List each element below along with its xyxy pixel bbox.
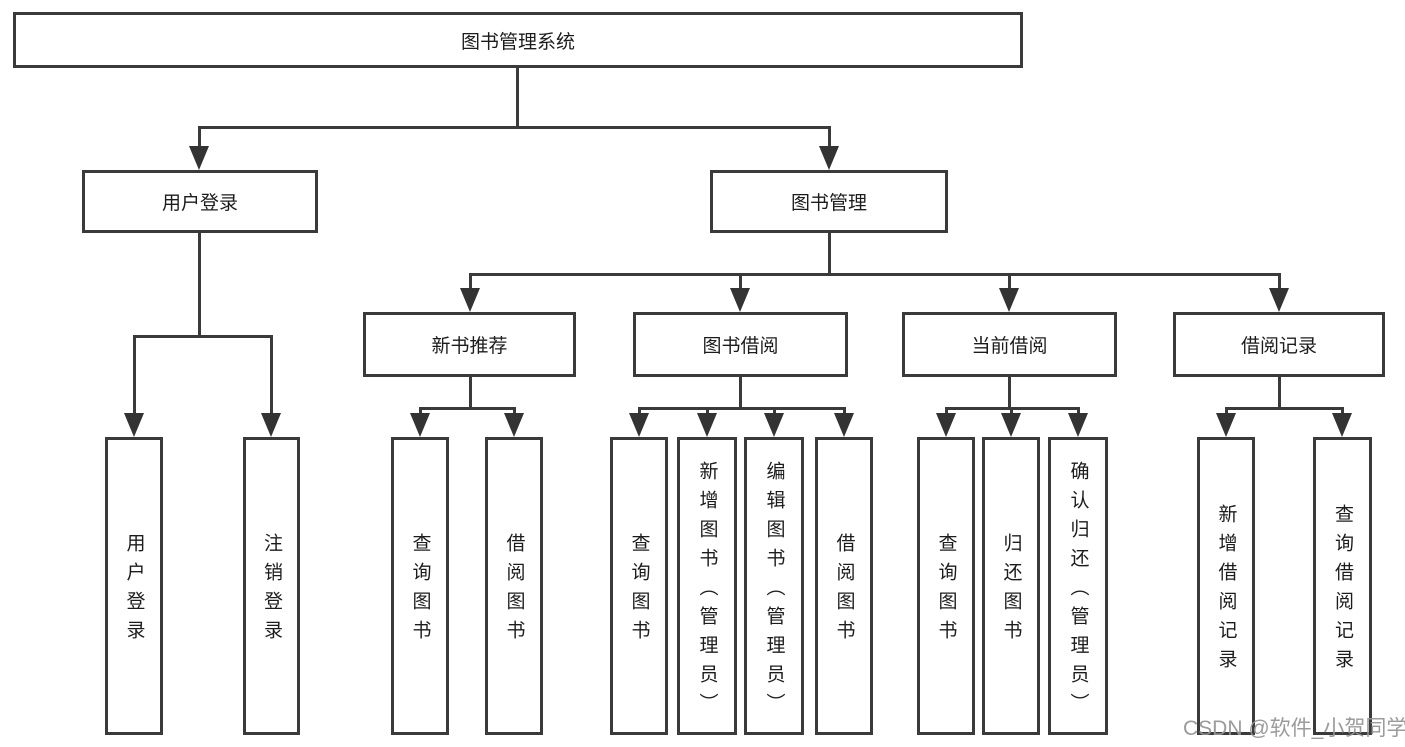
leaf-confirm-return-admin: 确认归还（管理员） bbox=[1048, 437, 1108, 735]
leaf-add-borrow-record-label: 新增借阅记录 bbox=[1215, 504, 1237, 678]
connector-user-login-shaft bbox=[198, 126, 201, 148]
arrow-down-icon bbox=[261, 413, 281, 437]
connector-root-stem bbox=[516, 68, 519, 128]
leaf-return-books-label: 归还图书 bbox=[1000, 533, 1022, 649]
connector-level2-shaft bbox=[1278, 273, 1281, 290]
connector-group-stem bbox=[1008, 377, 1011, 409]
node-book-borrow: 图书借阅 bbox=[633, 312, 848, 377]
node-current-borrow-label: 当前借阅 bbox=[971, 336, 1048, 357]
arrow-down-icon bbox=[629, 413, 649, 437]
leaf-current-query-books: 查询图书 bbox=[917, 437, 975, 735]
leaf-recommend-borrow-books: 借阅图书 bbox=[485, 437, 543, 735]
arrow-down-icon bbox=[124, 413, 144, 437]
connector-book-mgmt-stem bbox=[828, 233, 831, 275]
arrow-down-icon bbox=[1068, 413, 1088, 437]
leaf-query-borrow-record-label: 查询借阅记录 bbox=[1332, 504, 1353, 678]
leaf-confirm-return-admin-label: 确认归还（管理员） bbox=[1067, 460, 1089, 722]
leaf-recommend-query-books: 查询图书 bbox=[391, 437, 449, 735]
connector-group-stem bbox=[469, 377, 472, 409]
node-library-system: 图书管理系统 bbox=[13, 12, 1023, 68]
leaf-recommend-query-books-label: 查询图书 bbox=[409, 533, 431, 649]
connector-group-stem bbox=[1278, 377, 1281, 409]
arrow-down-icon bbox=[730, 288, 750, 312]
node-book-borrow-label: 图书借阅 bbox=[702, 336, 779, 357]
connector-level2-shaft bbox=[739, 273, 742, 290]
connector-leaf-shaft bbox=[706, 407, 709, 417]
arrow-down-icon bbox=[410, 413, 430, 437]
csdn-watermark: CSDN @软件_小贺同学 bbox=[1183, 717, 1405, 740]
connector-leaf-shaft bbox=[843, 407, 846, 417]
connector-leaf-shaft bbox=[1225, 407, 1228, 417]
leaf-add-borrow-record: 新增借阅记录 bbox=[1197, 437, 1255, 735]
connector-group-stem bbox=[739, 377, 742, 409]
node-new-book-recommend-label: 新书推荐 bbox=[431, 336, 508, 357]
connector-user-login-bus bbox=[133, 335, 273, 338]
connector-group-bus bbox=[638, 407, 846, 410]
connector-level2-shaft bbox=[469, 273, 472, 290]
arrow-down-icon bbox=[819, 146, 839, 170]
leaf-borrow-books-label: 借阅图书 bbox=[833, 533, 855, 649]
leaf-borrow-query-books: 查询图书 bbox=[610, 437, 668, 735]
connector-book-mgmt-shaft bbox=[828, 126, 831, 148]
connector-leaf-shaft bbox=[270, 335, 273, 414]
node-user-login: 用户登录 bbox=[82, 170, 318, 233]
node-borrow-records-label: 借阅记录 bbox=[1240, 336, 1317, 357]
arrow-down-icon bbox=[1269, 288, 1289, 312]
leaf-logout-label: 注销登录 bbox=[261, 533, 282, 649]
connector-leaf-shaft bbox=[1077, 407, 1080, 417]
leaf-add-books-admin-label: 新增图书（管理员） bbox=[696, 460, 718, 722]
connector-leaf-shaft bbox=[945, 407, 948, 417]
leaf-borrow-query-books-label: 查询图书 bbox=[628, 533, 650, 649]
arrow-down-icon bbox=[936, 413, 956, 437]
node-user-login-label: 用户登录 bbox=[161, 193, 238, 214]
leaf-logout: 注销登录 bbox=[243, 437, 300, 735]
arrow-down-icon bbox=[1332, 413, 1352, 437]
leaf-recommend-borrow-books-label: 借阅图书 bbox=[503, 533, 525, 649]
arrow-down-icon bbox=[189, 146, 209, 170]
connector-leaf-shaft bbox=[419, 407, 422, 417]
node-book-management: 图书管理 bbox=[710, 170, 948, 233]
connector-leaf-shaft bbox=[1010, 407, 1013, 417]
connector-level2-bus bbox=[469, 273, 1281, 276]
leaf-user-login-label: 用户登录 bbox=[123, 533, 145, 649]
leaf-edit-books-admin-label: 编辑图书（管理员） bbox=[763, 460, 785, 722]
connector-leaf-shaft bbox=[1341, 407, 1344, 417]
leaf-query-borrow-record: 查询借阅记录 bbox=[1313, 437, 1372, 735]
connector-root-bus bbox=[198, 126, 831, 129]
node-current-borrow: 当前借阅 bbox=[902, 312, 1117, 377]
arrow-down-icon bbox=[999, 288, 1019, 312]
node-library-system-label: 图书管理系统 bbox=[460, 31, 575, 53]
connector-user-login-stem bbox=[198, 233, 201, 337]
leaf-user-login: 用户登录 bbox=[105, 437, 163, 735]
node-book-management-label: 图书管理 bbox=[790, 193, 867, 214]
leaf-edit-books-admin: 编辑图书（管理员） bbox=[744, 437, 804, 735]
leaf-add-books-admin: 新增图书（管理员） bbox=[677, 437, 737, 735]
connector-group-bus bbox=[1225, 407, 1344, 410]
node-borrow-records: 借阅记录 bbox=[1173, 312, 1385, 377]
connector-leaf-shaft bbox=[513, 407, 516, 417]
leaf-return-books: 归还图书 bbox=[982, 437, 1040, 735]
connector-level2-shaft bbox=[1008, 273, 1011, 290]
leaf-borrow-books: 借阅图书 bbox=[815, 437, 873, 735]
connector-leaf-shaft bbox=[638, 407, 641, 417]
arrow-down-icon bbox=[1216, 413, 1236, 437]
node-new-book-recommend: 新书推荐 bbox=[363, 312, 576, 377]
connector-leaf-shaft bbox=[773, 407, 776, 417]
arrow-down-icon bbox=[1001, 413, 1021, 437]
arrow-down-icon bbox=[764, 413, 784, 437]
arrow-down-icon bbox=[834, 413, 854, 437]
arrow-down-icon bbox=[504, 413, 524, 437]
leaf-current-query-books-label: 查询图书 bbox=[935, 533, 957, 649]
connector-leaf-shaft bbox=[133, 335, 136, 414]
arrow-down-icon bbox=[460, 288, 480, 312]
connector-group-bus bbox=[419, 407, 516, 410]
arrow-down-icon bbox=[697, 413, 717, 437]
